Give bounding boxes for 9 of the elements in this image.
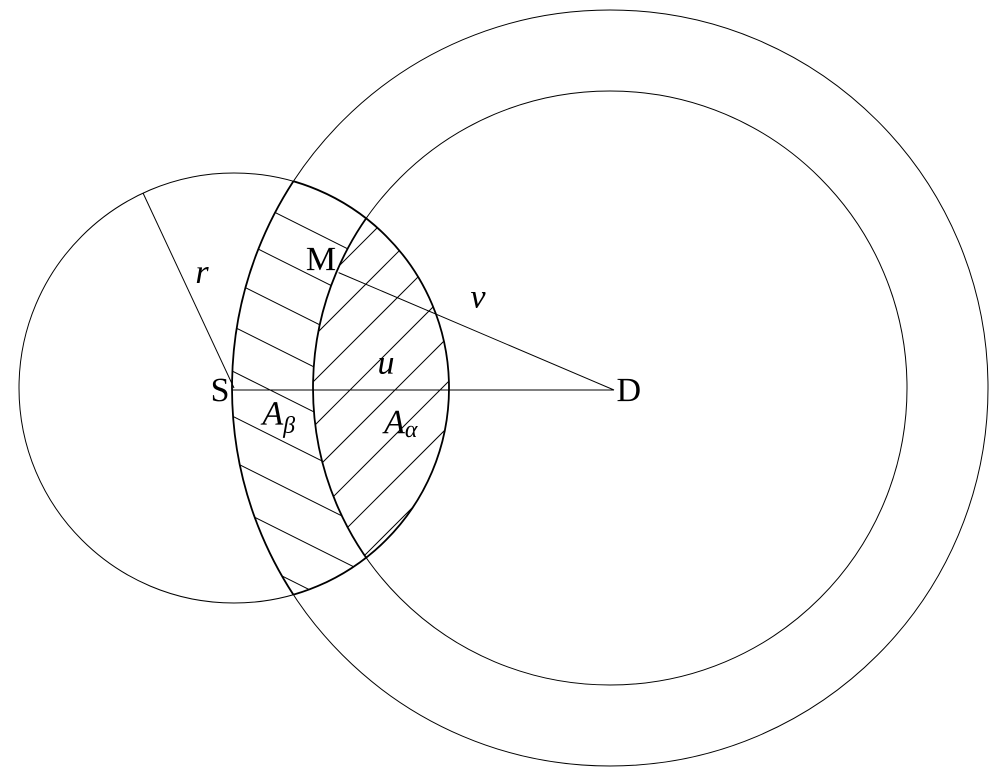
area-label: A$_{β}$ xyxy=(260,402,296,438)
point-label: D xyxy=(617,378,640,402)
point-label: M xyxy=(306,248,336,270)
segment-label: u xyxy=(379,358,394,374)
area-label: A$_{α}$ xyxy=(382,410,418,438)
point-label: S xyxy=(212,378,228,402)
radius-label: r xyxy=(196,266,209,283)
segment-label: v xyxy=(470,292,486,308)
line-segment xyxy=(338,272,614,390)
